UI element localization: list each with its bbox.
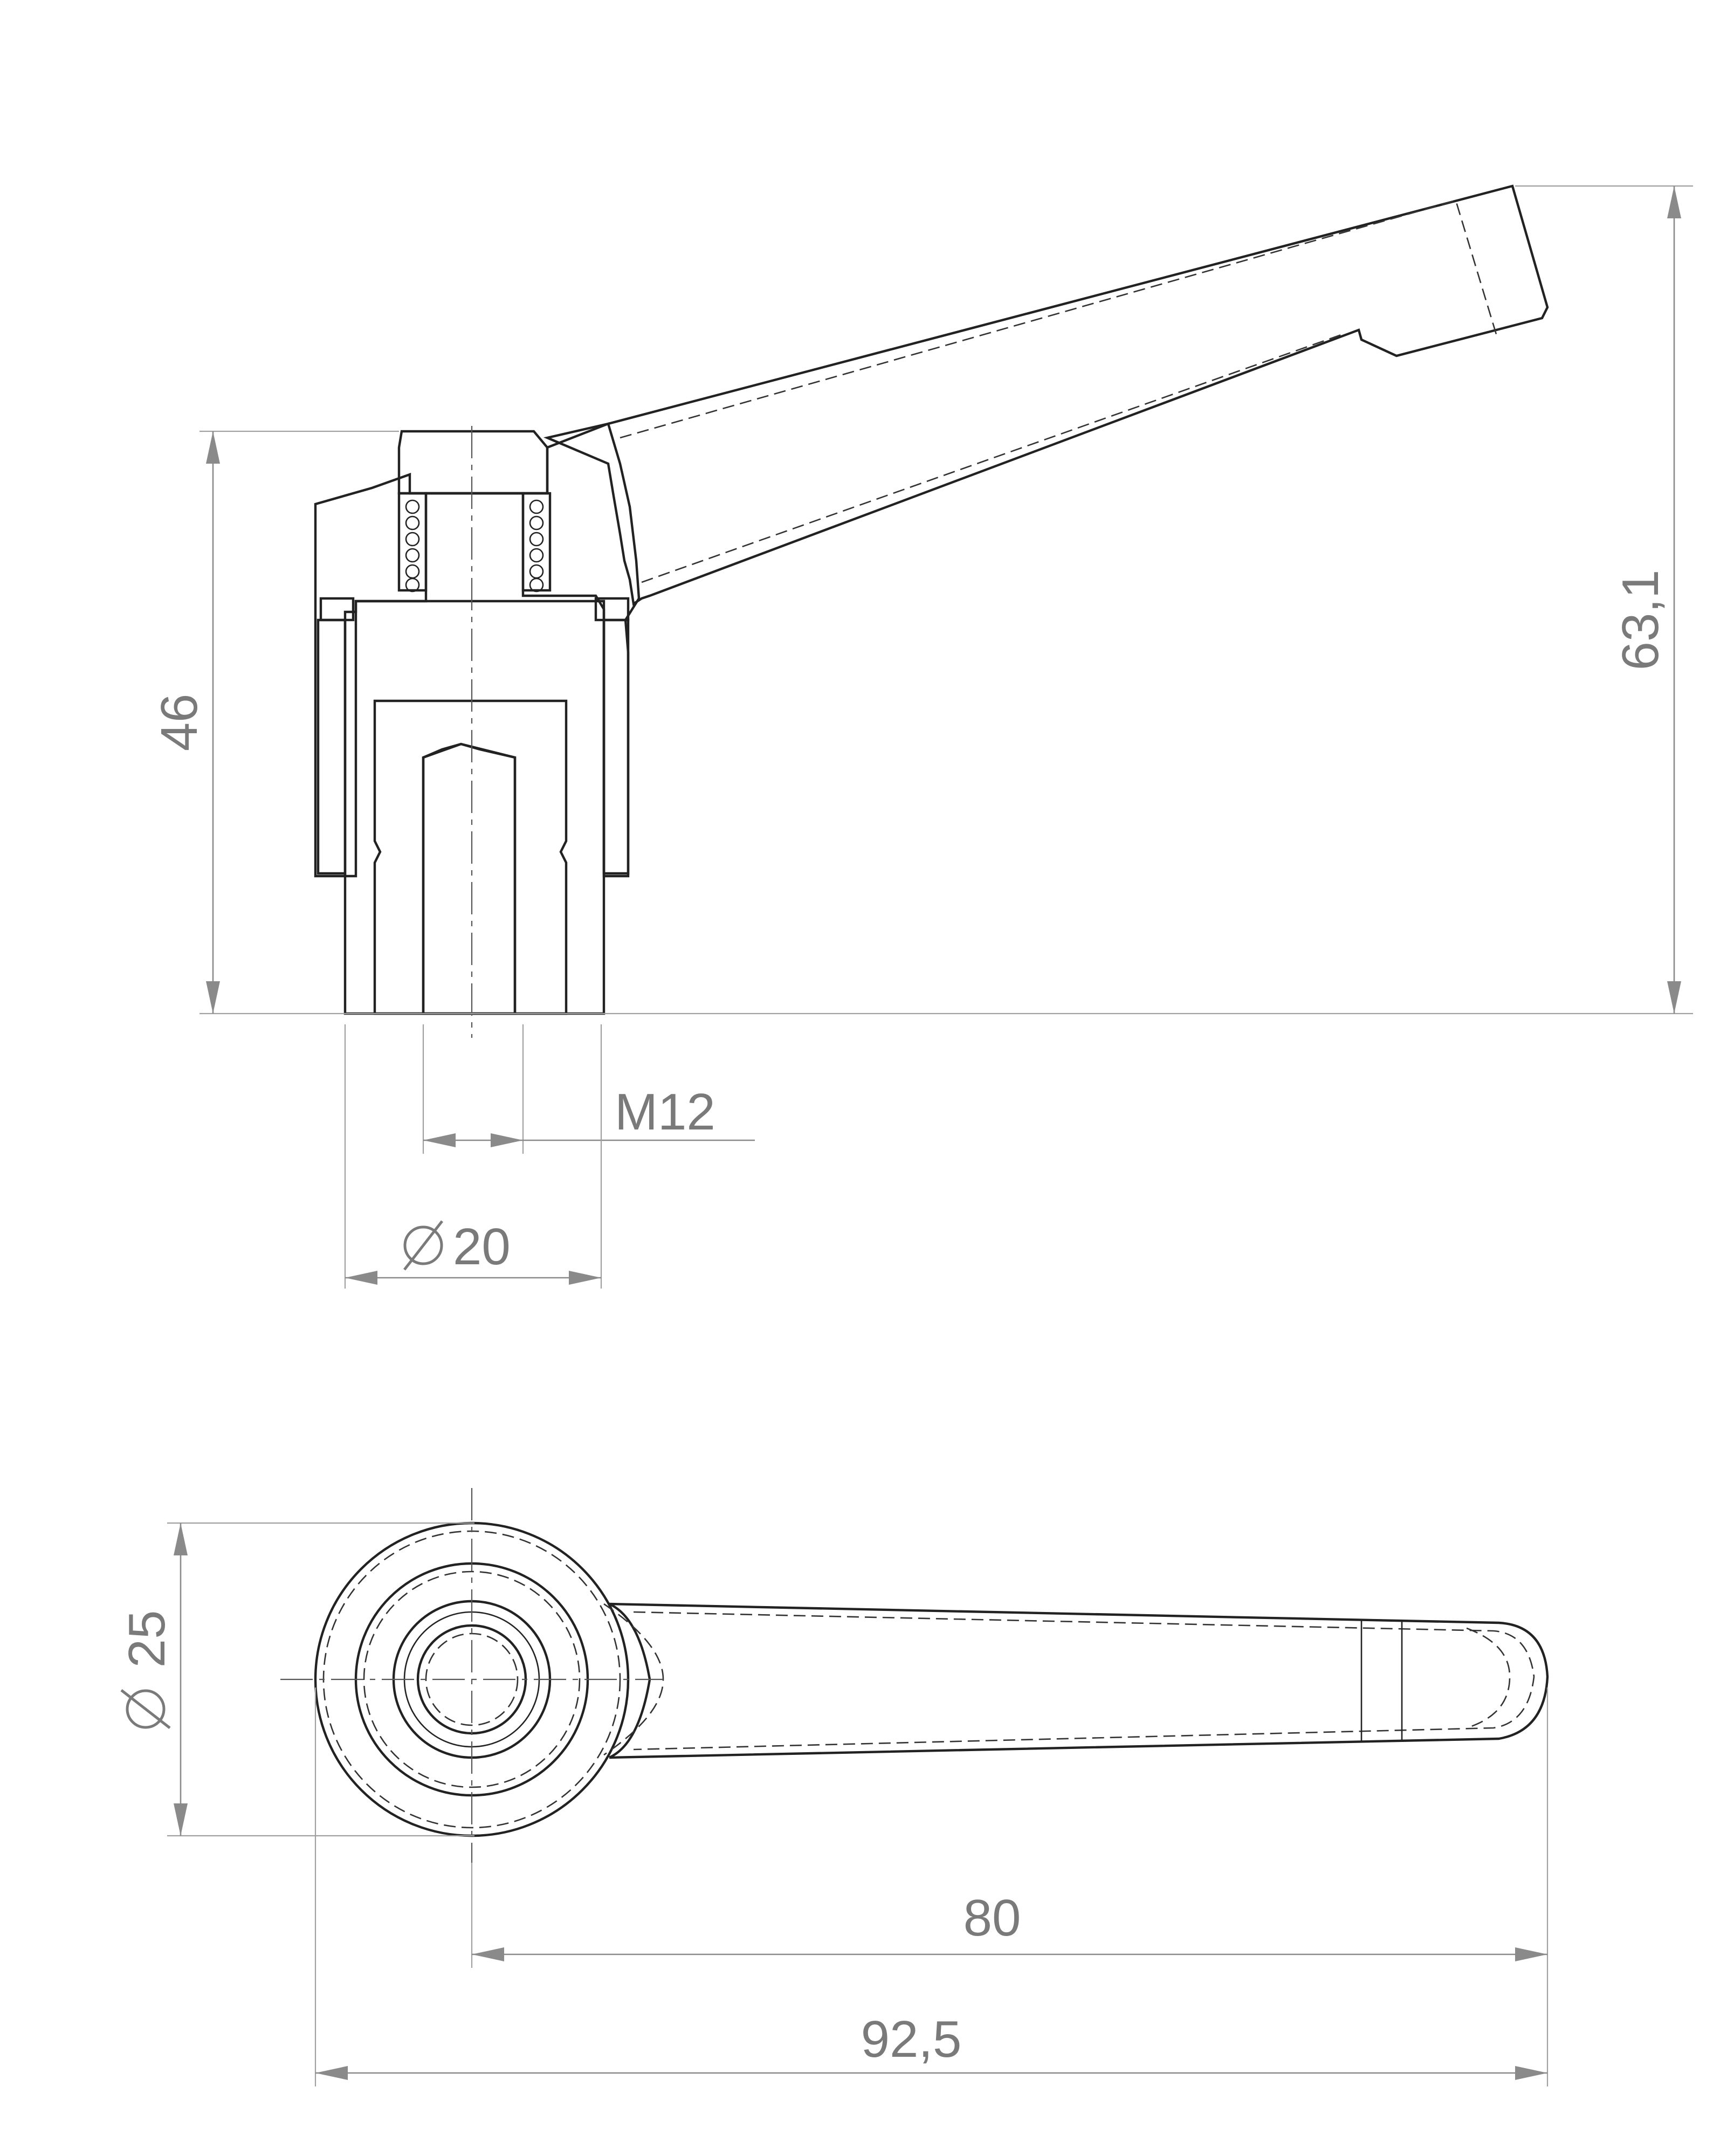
- lever-arm-hidden-1: [620, 199, 1497, 439]
- spring-right: [521, 492, 552, 592]
- lever-arm-top-inner: [633, 1611, 1535, 1751]
- dimension-m12: M12: [422, 1024, 755, 1154]
- lever-arm-side: [543, 184, 1549, 606]
- ring-slot-right: [594, 597, 630, 622]
- lever-arm-hidden-2: [641, 333, 1343, 583]
- threaded-bore: [422, 742, 517, 1015]
- insert-body: [373, 699, 568, 1015]
- dim-hub-diameter-top: 25: [118, 1610, 176, 1668]
- dimension-80: 80: [471, 1687, 1549, 2086]
- top-cap: [397, 430, 549, 495]
- dimension-92-5: 92,5: [314, 1687, 1547, 2086]
- spring-left: [397, 492, 428, 592]
- diameter-symbol-25: [120, 1689, 171, 1729]
- spring-coils-right: [529, 499, 544, 593]
- knob-head: [314, 422, 641, 878]
- dim-height-lever: 63,1: [1612, 570, 1669, 671]
- ring-slot-left: [319, 597, 355, 622]
- dim-hub-diameter: 20: [453, 1218, 511, 1276]
- spring-coils-left: [405, 499, 420, 593]
- sleeve-left: [317, 618, 347, 875]
- lever-arm-top: [609, 1602, 1549, 1759]
- sleeve-right: [602, 618, 630, 875]
- dim-thread: M12: [615, 1083, 715, 1141]
- dim-height-total: 46: [150, 694, 208, 752]
- diameter-symbol-20: [403, 1220, 443, 1271]
- hub-mid-dashed: [363, 1570, 581, 1788]
- top-view: [280, 1488, 1549, 1863]
- dim-lever-length: 80: [964, 1889, 1021, 1947]
- dimension-63-1: 63,1: [1515, 185, 1693, 1014]
- dimension-d25: 25: [118, 1522, 474, 1837]
- section-view: [314, 184, 1549, 1038]
- dimension-46: 46: [150, 430, 1693, 1015]
- dim-overall-length: 92,5: [861, 2010, 962, 2068]
- dimension-d20: 20: [344, 1024, 602, 1289]
